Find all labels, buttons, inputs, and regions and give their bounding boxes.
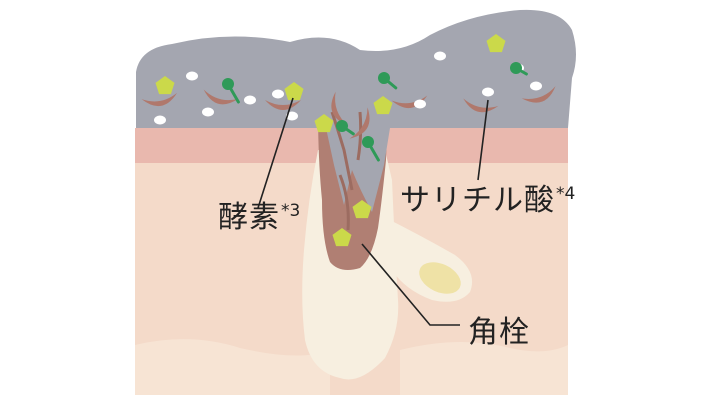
plug-inner bbox=[330, 111, 363, 231]
salicylic-acid-molecule bbox=[222, 78, 240, 104]
plug-leader-line bbox=[361, 243, 460, 326]
salicylic-acid-molecule bbox=[336, 120, 355, 136]
flake bbox=[463, 98, 499, 113]
debris-dot bbox=[286, 111, 298, 121]
enzyme-pentagon bbox=[332, 228, 352, 247]
flake bbox=[331, 91, 348, 126]
debris-dot bbox=[414, 99, 426, 109]
enzyme-pentagon bbox=[352, 200, 372, 219]
flake bbox=[265, 100, 301, 110]
salicylic-acid-molecule bbox=[362, 136, 380, 162]
debris-dot bbox=[244, 95, 256, 105]
debris-dot bbox=[186, 71, 198, 81]
salicylic-acid-molecule bbox=[378, 72, 398, 90]
enzyme-leader-line bbox=[257, 97, 294, 209]
debris-dot bbox=[154, 115, 166, 125]
enzyme-pentagon bbox=[155, 76, 175, 95]
salicylic-leader-line bbox=[477, 99, 489, 181]
enzyme-pentagon bbox=[314, 114, 334, 133]
enzyme-markers bbox=[155, 34, 506, 247]
enzyme-pentagon bbox=[284, 82, 304, 101]
flake bbox=[203, 89, 239, 105]
sebaceous-gland bbox=[419, 262, 461, 294]
debris-dot bbox=[482, 87, 494, 97]
flake bbox=[141, 92, 178, 107]
salicylic-acid-molecule bbox=[510, 62, 528, 76]
sebum-dirt-layer bbox=[136, 9, 576, 213]
enzyme-pentagon bbox=[373, 96, 393, 115]
flake bbox=[521, 86, 556, 103]
enzyme-pentagon bbox=[486, 34, 506, 53]
enzyme-label: 酵素*3 bbox=[218, 200, 301, 235]
flake bbox=[349, 107, 370, 139]
debris-dot bbox=[530, 81, 542, 91]
plug-label: 角栓 bbox=[468, 315, 530, 350]
dermis-wave bbox=[135, 339, 568, 395]
debris-dot bbox=[434, 51, 446, 61]
salicylic-acid-markers bbox=[222, 62, 528, 162]
debris-dot bbox=[272, 89, 284, 99]
salicylic-acid-label: サリチル酸*4 bbox=[400, 183, 576, 218]
debris-dot bbox=[202, 107, 214, 117]
